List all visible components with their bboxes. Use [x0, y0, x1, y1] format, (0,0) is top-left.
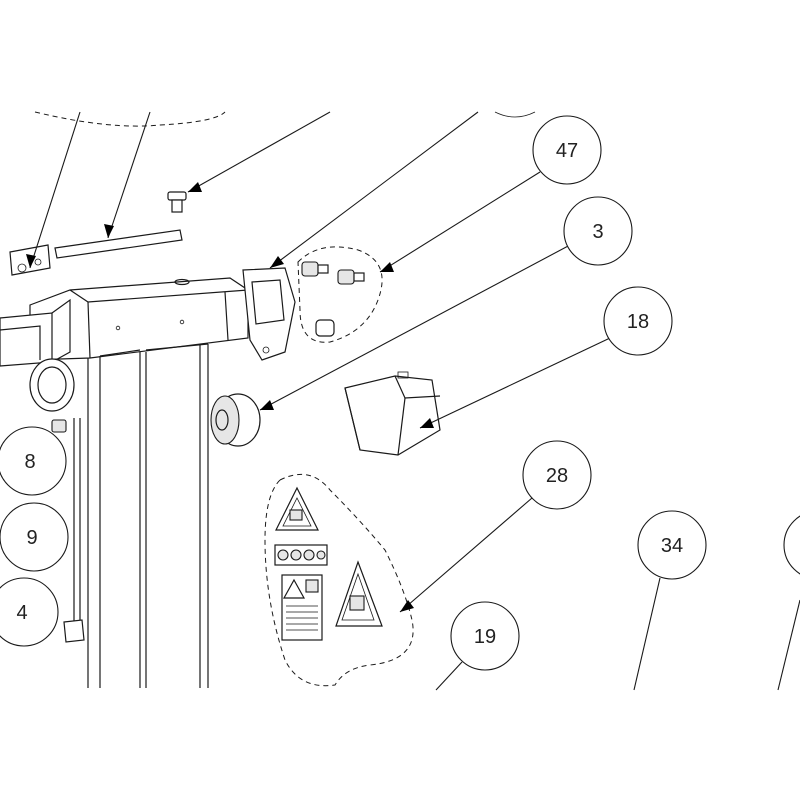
callout-28: 28: [522, 440, 592, 510]
bracket-plate: [242, 267, 296, 361]
callout-label: 34: [661, 535, 683, 557]
callout-47: 47: [532, 115, 602, 185]
main-column: [0, 277, 249, 688]
callout-label: 28: [546, 465, 568, 487]
callout-34: 34: [637, 510, 707, 580]
callout-label: 4: [16, 602, 27, 624]
callout-partial-right: [783, 515, 800, 575]
dashed-group-outline-top: [34, 111, 226, 127]
callout-label: 3: [592, 221, 603, 243]
callout-circle-partial-top: [494, 111, 536, 118]
safety-labels-group: [264, 473, 414, 687]
callout-label: 47: [556, 140, 578, 162]
callout-8: 8: [0, 426, 67, 496]
callout-19: 19: [450, 601, 520, 671]
switch-assembly: [9, 229, 183, 276]
small-screw: [167, 191, 187, 213]
callout-label: 8: [24, 451, 35, 473]
screws-group: [297, 246, 383, 343]
callout-label: 19: [474, 626, 496, 648]
callout-label: 18: [627, 311, 649, 333]
callout-label: 9: [26, 527, 37, 549]
callout-9: 9: [0, 502, 69, 572]
callout-18: 18: [603, 286, 673, 356]
cover-cap: [344, 371, 441, 456]
warning-triangle-icon: [275, 486, 319, 531]
roller-wheel: [210, 393, 261, 447]
callout-4: 4: [0, 577, 59, 647]
leader-lines: [26, 111, 800, 691]
instruction-label-icon: [281, 574, 323, 641]
callout-3: 3: [563, 196, 633, 266]
